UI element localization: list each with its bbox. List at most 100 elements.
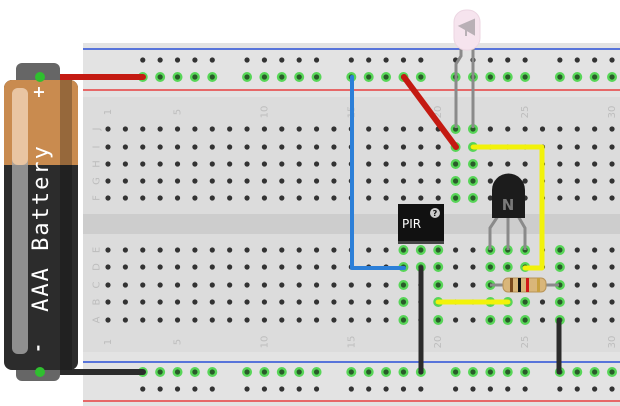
- hole: [157, 126, 163, 132]
- hole: [244, 161, 250, 167]
- column-label: 5: [173, 109, 184, 115]
- battery-label: AAA Battery: [29, 144, 54, 312]
- pir-sensor[interactable]: PIR ?: [398, 204, 444, 244]
- hole: [470, 369, 476, 375]
- hole: [105, 144, 111, 150]
- hole: [227, 161, 233, 167]
- hole: [557, 264, 563, 270]
- hole: [122, 282, 128, 288]
- hole: [453, 264, 459, 270]
- hole: [140, 195, 146, 201]
- hole: [313, 299, 320, 305]
- hole: [174, 126, 181, 132]
- hole: [453, 282, 459, 288]
- hole: [383, 195, 389, 201]
- hole: [470, 264, 476, 270]
- hole: [227, 126, 233, 132]
- pir-label: PIR: [402, 217, 421, 231]
- hole: [592, 282, 598, 288]
- hole: [331, 178, 337, 184]
- hole: [244, 282, 250, 288]
- hole: [522, 299, 528, 305]
- hole: [522, 386, 528, 392]
- hole: [383, 126, 389, 132]
- hole: [609, 299, 615, 305]
- hole: [453, 386, 459, 392]
- hole: [105, 161, 111, 167]
- hole: [400, 369, 407, 375]
- hole: [261, 144, 268, 150]
- hole: [244, 369, 250, 375]
- hole: [244, 317, 250, 323]
- hole: [383, 161, 389, 167]
- hole: [400, 386, 407, 392]
- hole: [592, 57, 598, 63]
- hole: [574, 282, 580, 288]
- hole: [209, 386, 215, 392]
- hole: [227, 264, 233, 270]
- hole: [383, 282, 389, 288]
- hole: [261, 57, 268, 63]
- hole: [313, 126, 320, 132]
- hole: [574, 144, 580, 150]
- hole: [261, 161, 268, 167]
- npn-transistor[interactable]: N: [488, 173, 527, 251]
- hole: [227, 317, 233, 323]
- hole: [383, 299, 389, 305]
- hole: [261, 247, 268, 253]
- resistor[interactable]: [490, 277, 559, 293]
- hole: [435, 282, 441, 288]
- row-label: A: [92, 316, 103, 323]
- hole: [192, 247, 198, 253]
- led[interactable]: [453, 9, 481, 128]
- hole: [157, 144, 163, 150]
- hole: [192, 161, 198, 167]
- hole: [296, 299, 302, 305]
- hole: [105, 264, 111, 270]
- hole: [313, 317, 320, 323]
- hole: [348, 317, 354, 323]
- wire-red-led[interactable]: [401, 74, 459, 150]
- hole: [609, 247, 615, 253]
- hole: [192, 195, 198, 201]
- hole: [261, 126, 268, 132]
- hole: [296, 369, 302, 375]
- hole: [574, 299, 580, 305]
- hole: [609, 386, 615, 392]
- hole: [592, 126, 598, 132]
- hole: [105, 299, 111, 305]
- battery-positive-terminal: [35, 72, 45, 82]
- wire-yellow-transistor[interactable]: [470, 144, 545, 271]
- hole: [592, 195, 598, 201]
- hole: [313, 264, 320, 270]
- hole: [557, 161, 563, 167]
- hole: [244, 195, 250, 201]
- hole: [592, 264, 598, 270]
- hole: [592, 317, 598, 323]
- hole: [122, 317, 128, 323]
- hole: [418, 178, 424, 184]
- aaa-battery[interactable]: AAA Battery + -: [4, 63, 78, 381]
- hole: [105, 126, 111, 132]
- hole: [487, 126, 493, 132]
- hole: [261, 178, 268, 184]
- hole: [279, 74, 285, 80]
- hole: [522, 178, 528, 184]
- hole: [140, 126, 146, 132]
- hole: [505, 126, 511, 132]
- hole: [453, 195, 459, 201]
- hole: [453, 317, 459, 323]
- hole: [418, 74, 424, 80]
- wire-blue-pir[interactable]: [350, 75, 406, 270]
- hole: [279, 126, 285, 132]
- hole: [609, 264, 615, 270]
- hole: [122, 264, 128, 270]
- hole: [435, 178, 441, 184]
- hole: [574, 264, 580, 270]
- hole: [435, 161, 441, 167]
- hole: [296, 161, 302, 167]
- hole: [140, 178, 146, 184]
- hole: [174, 195, 181, 201]
- hole: [557, 57, 563, 63]
- hole: [157, 178, 163, 184]
